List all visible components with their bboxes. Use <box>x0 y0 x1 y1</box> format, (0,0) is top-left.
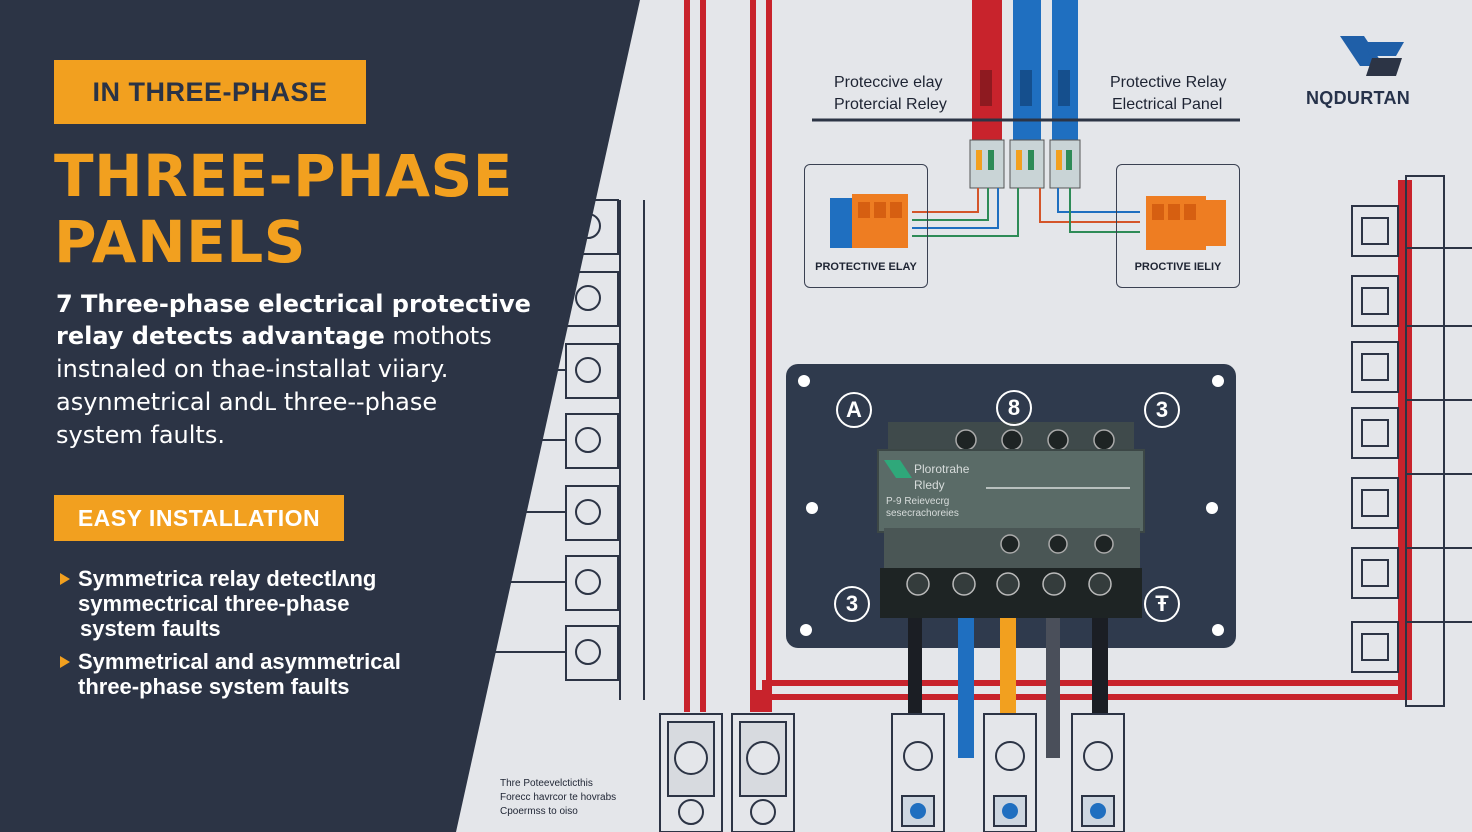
footnote-1: Thre Poteevelcticthis <box>500 778 593 789</box>
footnote-3: Cpoermss to oiso <box>500 806 578 817</box>
cable-gray-bottom <box>1046 618 1060 758</box>
brand-name: NQDURTAN <box>1306 88 1411 108</box>
device-text-3: P-9 Reievecrg <box>886 496 950 507</box>
relay-icon-right <box>1146 196 1226 250</box>
left-navy-panel <box>0 0 640 832</box>
cable-connectors <box>969 139 1081 189</box>
panel-title-right-2: Electrical Panel <box>1112 96 1223 113</box>
cable-blue-bottom <box>958 618 974 758</box>
relay-box-right: PROCTIVE IELIY <box>1116 164 1240 288</box>
device-text-1: Plorotrahe <box>914 462 970 476</box>
terminal-marker-a: A <box>836 392 872 428</box>
bullet-2-line-1: Symmetrical and asymmetrical <box>78 649 401 674</box>
description-line-1: 7 Three-phase electrical protective <box>56 290 531 318</box>
device-text-4: sesecrachoreies <box>886 508 959 519</box>
terminal-marker-t: Ŧ <box>1144 586 1180 622</box>
panel-title-right-1: Protective Relay <box>1110 74 1227 91</box>
brand-logo-mark <box>1340 36 1404 76</box>
bullet-1-line-2: symmectrical three-phase <box>78 591 350 616</box>
description-line-4: asynmetrical andʟ three--phase <box>56 388 438 416</box>
device-text-2: Rledy <box>914 478 945 492</box>
terminal-marker-8: 8 <box>996 390 1032 426</box>
panel-title-left-1: Proteccive elay <box>834 74 943 91</box>
bullet-1-line-1: Symmetrica relay detectlʌng <box>78 566 377 591</box>
bullet-arrow-icon <box>60 656 70 668</box>
bullet-2-line-2: three-phase system faults <box>78 674 350 699</box>
terminal-marker-3-top: 3 <box>1144 392 1180 428</box>
headline-line-1: THREE-PHASE <box>54 142 513 210</box>
relay-box-right-label: PROCTIVE IELIY <box>1134 261 1222 273</box>
relay-box-left: PROTECTIVE ELAY <box>804 164 928 288</box>
description-line-3: instnaled on thae-installat viiary. <box>56 355 449 383</box>
description-line-5: system faults. <box>56 421 225 449</box>
signal-wires <box>912 188 1140 237</box>
headline-line-2: PANELS <box>54 208 306 276</box>
bullet-arrow-icon <box>60 573 70 585</box>
footnote-2: Forecc havrcor te hovrabs <box>500 792 617 803</box>
relay-device <box>877 422 1145 618</box>
relay-box-left-label: PROTECTIVE ELAY <box>815 261 917 273</box>
panel-title-left-2: Protercial Reley <box>834 96 947 113</box>
bottom-meters <box>659 713 795 832</box>
bullet-1-line-3: system faults <box>80 616 221 641</box>
right-terminal-strip <box>1351 175 1472 707</box>
relay-icon-left <box>830 194 908 248</box>
terminal-marker-3-bottom: 3 <box>834 586 870 622</box>
intro-tag: IN THREE-PHASE <box>54 60 366 124</box>
bottom-terminal-blocks <box>891 713 1125 832</box>
installation-tag: EASY INSTALLATION <box>54 495 344 541</box>
description-line-2: relay detects advantage mothots <box>56 322 492 350</box>
